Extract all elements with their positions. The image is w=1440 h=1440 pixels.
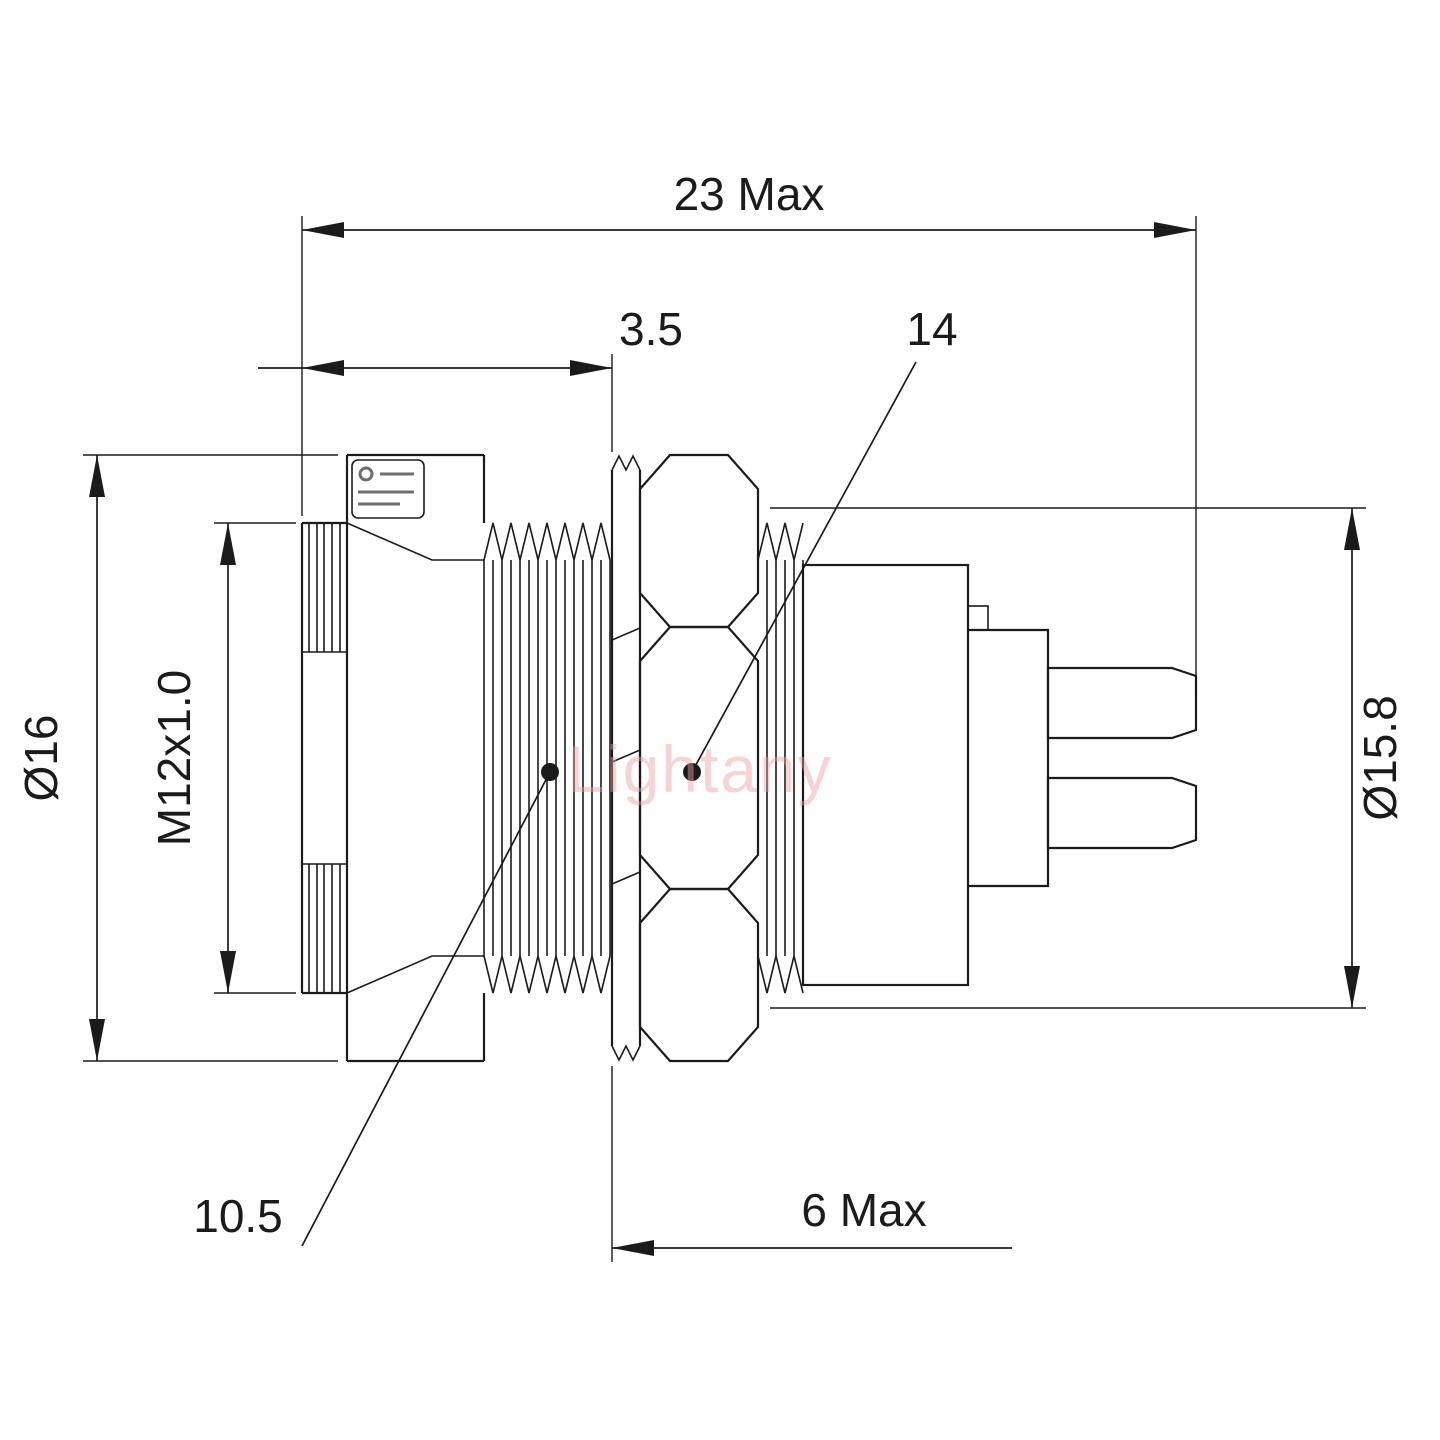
front-sleeve-threads [300,521,347,995]
dimension-rear-diameter: Ø15.8 [770,507,1406,1009]
dim-label-rear-max-length: 6 Max [801,1184,926,1236]
rear-insulator-body [801,563,970,987]
thread-crests-bottom [483,955,611,994]
rear-thread [757,522,804,994]
molding-mark-text-lines [358,472,414,506]
rear-thread-flank-lines [766,560,804,956]
arrowhead-left [302,222,344,238]
arrowhead-bottom [89,1019,105,1061]
rear-thread-crests-top [757,522,804,561]
dimension-total-width: 23 Max [301,168,1197,700]
leader-line [691,361,917,773]
sleeve-bore-lines [302,651,347,865]
molding-mark-symbol [358,466,374,482]
arrowhead-bottom [1344,966,1360,1008]
molding-mark-plate [351,459,425,519]
hex-nut [638,453,760,1063]
arrowhead-bottom [220,951,236,993]
dimension-thread-spec: M12x1.0 [148,522,296,994]
rear-insulator [801,563,1050,987]
washer-serration-top [611,454,641,472]
connector-side-view [300,453,1198,1063]
dim-label-thread-spec: M12x1.0 [148,670,200,846]
rear-collar [968,628,1050,888]
leader-line [301,771,551,1247]
brand-watermark: Lightany [567,732,833,806]
panel-thread [483,522,611,994]
dim-label-rear-diameter: Ø15.8 [1354,695,1406,820]
dimension-rear-max-length: 6 Max [611,1066,1012,1262]
arrowhead-right [1154,222,1196,238]
arrowhead-left [302,360,344,376]
dim-label-bore-diameter: 10.5 [193,1190,283,1242]
cone-transition-bottom [346,955,484,994]
contact-lower [1046,776,1198,850]
polarizing-tab [967,605,989,631]
arrowhead-left [612,1240,654,1256]
sleeve-thread-lines-top [308,523,341,652]
arrowhead-top [1344,508,1360,550]
arrowhead-top [89,455,105,497]
washer-serration-bottom [611,1044,641,1062]
dimension-body-diameter: Ø16 [15,454,338,1062]
washer-wave-ticks [611,627,641,885]
dim-label-body-diameter: Ø16 [15,715,67,802]
dimension-front-length: 3.5 [258,303,683,452]
sleeve-thread-lines-bottom [308,864,341,993]
molding-mark [351,459,425,519]
coupling-body [345,453,486,1063]
cone-transition-top [346,522,484,561]
arrowhead-top [220,523,236,565]
dim-label-nut-across-flats: 14 [906,303,957,355]
hex-nut-facet-bottom [638,887,760,1063]
thread-crests-top [483,522,611,561]
rear-thread-crests-bottom [757,955,804,994]
leader-dot [683,763,701,781]
dimension-nut-across-flats: 14 [683,303,958,781]
dim-label-front-length: 3.5 [619,303,683,355]
dim-label-total-width: 23 Max [674,168,825,220]
contact-upper [1046,666,1198,740]
dimension-bore-diameter: 10.5 [193,763,559,1247]
solder-contacts [1046,666,1198,850]
thread-flank-lines [483,560,611,956]
hex-nut-facet-top [638,453,760,629]
leader-dot [541,763,559,781]
arrowhead-right [570,360,612,376]
